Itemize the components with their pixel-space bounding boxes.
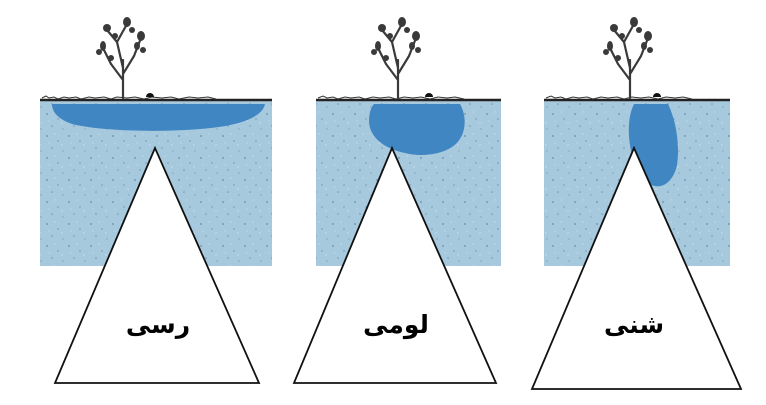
- tree-icon: [96, 17, 146, 98]
- ground-texture: [546, 96, 692, 99]
- soil-type-label: رسی: [126, 310, 190, 339]
- soil-type-label: لومی: [363, 310, 429, 340]
- tree-icon: [371, 17, 421, 98]
- ground-texture: [318, 96, 464, 99]
- dripper-icon: [425, 93, 433, 97]
- panel-sandy: شنی: [532, 17, 741, 389]
- panel-clay: رسی: [40, 17, 272, 383]
- ground-texture: [42, 96, 216, 99]
- tree-icon: [603, 17, 653, 98]
- dripper-icon: [653, 93, 661, 97]
- soil-type-label: شنی: [604, 310, 664, 339]
- panel-loam: لومی: [294, 17, 501, 383]
- dripper-icon: [146, 93, 154, 97]
